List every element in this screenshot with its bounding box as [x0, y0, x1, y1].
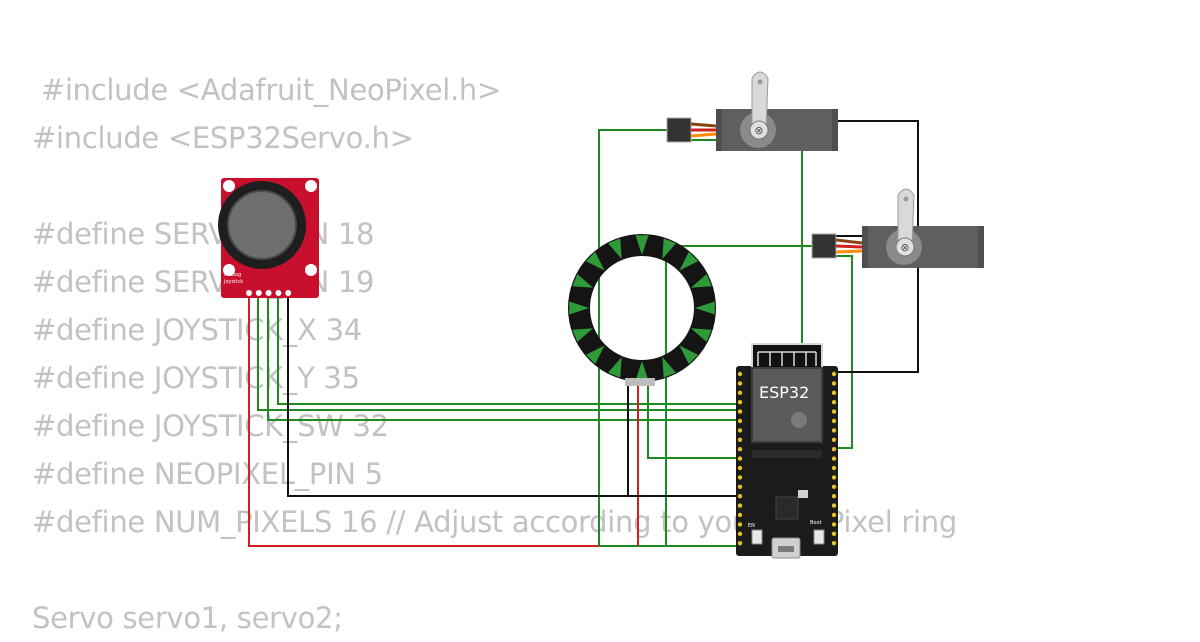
esp32-pin[interactable]: [737, 456, 743, 461]
joystick-knob[interactable]: [227, 190, 297, 260]
en-button[interactable]: [751, 529, 763, 545]
analog-joystick[interactable]: Analog Joystick: [218, 178, 319, 298]
wire-joystick-vcc[interactable]: [248, 298, 599, 547]
esp32-pin[interactable]: [737, 409, 743, 414]
esp32-pin[interactable]: [737, 447, 743, 452]
esp32-devkit[interactable]: ESP32 EN Boot: [736, 343, 838, 559]
servo-1-horn[interactable]: [751, 71, 769, 131]
esp32-pin[interactable]: [831, 541, 837, 546]
code-line: Servo servo1, servo2;: [32, 601, 343, 635]
neopixel-led: [585, 251, 605, 271]
esp32-pin[interactable]: [831, 409, 837, 414]
esp32-pin[interactable]: [737, 484, 743, 489]
esp32-pin[interactable]: [831, 437, 837, 442]
esp32-pin[interactable]: [831, 465, 837, 471]
svg-text:⊗: ⊗: [900, 241, 909, 254]
esp32-chip: [775, 496, 799, 520]
servo-2[interactable]: ⊗: [811, 188, 984, 268]
neopixel-connector: [625, 378, 655, 386]
boot-button[interactable]: [813, 529, 825, 545]
esp32-pin[interactable]: [737, 512, 743, 518]
esp32-pin[interactable]: [737, 418, 743, 424]
esp32-pin[interactable]: [831, 484, 837, 489]
esp32-pin[interactable]: [831, 447, 837, 452]
code-editor-text: #include <Adafruit_NeoPixel.h> #include <…: [32, 66, 957, 642]
esp32-pin[interactable]: [831, 475, 837, 480]
esp32-label: ESP32: [759, 383, 809, 402]
en-label: EN: [748, 523, 755, 529]
esp32-pin[interactable]: [737, 475, 743, 480]
esp32-pin[interactable]: [831, 428, 837, 433]
joystick-label-2: Joystick: [223, 279, 243, 285]
servo-1[interactable]: ⊗: [666, 71, 838, 151]
esp32-pin[interactable]: [831, 418, 837, 424]
joystick-pin[interactable]: [275, 290, 282, 296]
esp32-pin[interactable]: [831, 371, 837, 377]
neopixel-led: [585, 345, 605, 365]
esp32-pin[interactable]: [737, 390, 743, 395]
esp32-module: [751, 367, 823, 443]
joystick-label-1: Analog: [224, 272, 241, 278]
neopixel-led: [679, 345, 699, 365]
esp32-pin[interactable]: [831, 512, 837, 518]
esp32-pin[interactable]: [831, 503, 837, 508]
joystick-pin[interactable]: [285, 290, 292, 296]
esp32-pin[interactable]: [831, 381, 837, 386]
boot-label: Boot: [810, 520, 822, 526]
neopixel-ring[interactable]: [568, 234, 716, 386]
neopixel-led: [635, 235, 649, 255]
code-line: #define JOYSTICK_X 34: [32, 313, 362, 347]
neopixel-led: [569, 301, 589, 315]
wire-joystick-sel[interactable]: [277, 298, 736, 405]
joystick-pins: [246, 290, 292, 296]
esp32-pin[interactable]: [737, 522, 743, 527]
neopixel-led: [572, 328, 594, 342]
esp32-pin[interactable]: [831, 456, 837, 461]
servo-1-connector[interactable]: [666, 117, 692, 143]
joystick-pin[interactable]: [265, 290, 272, 296]
esp32-pin[interactable]: [831, 400, 837, 405]
servo-2-connector[interactable]: [811, 233, 837, 259]
neopixel-led: [679, 251, 699, 271]
wire-joystick-gnd[interactable]: [287, 298, 736, 497]
neopixel-led: [608, 356, 622, 378]
neopixel-led: [635, 361, 649, 381]
neopixel-led: [690, 274, 712, 288]
esp32-pin[interactable]: [737, 437, 743, 442]
joystick-pin[interactable]: [255, 290, 262, 296]
neopixel-pixels: [569, 235, 715, 381]
esp32-pin[interactable]: [831, 390, 837, 395]
esp32-pin[interactable]: [737, 428, 743, 433]
esp32-pin[interactable]: [737, 465, 743, 471]
servo-2-horn[interactable]: [897, 188, 915, 248]
esp32-pin[interactable]: [737, 400, 743, 405]
esp32-pin[interactable]: [737, 371, 743, 377]
esp32-pin[interactable]: [831, 531, 837, 536]
neopixel-led: [662, 356, 676, 378]
esp32-pin[interactable]: [737, 381, 743, 386]
wire-servo2-vcc[interactable]: [836, 255, 853, 449]
neopixel-led: [608, 238, 622, 260]
esp32-pin[interactable]: [737, 531, 743, 536]
neopixel-led: [572, 274, 594, 288]
wire-servo1-signal[interactable]: [598, 129, 736, 547]
esp32-pin[interactable]: [737, 503, 743, 508]
wire-joystick-vert[interactable]: [257, 298, 736, 411]
neopixel-led: [690, 328, 712, 342]
svg-text:⊗: ⊗: [754, 124, 763, 137]
neopixel-led: [695, 301, 715, 315]
esp32-pin[interactable]: [831, 494, 837, 499]
code-line: #define NEOPIXEL_PIN 5: [32, 457, 383, 491]
esp32-pin[interactable]: [737, 494, 743, 499]
code-line: #include <Adafruit_NeoPixel.h>: [32, 73, 502, 107]
wire-joystick-horz[interactable]: [267, 298, 736, 421]
code-line: #include <ESP32Servo.h>: [32, 121, 414, 155]
esp32-pin[interactable]: [737, 541, 743, 546]
neopixel-led: [662, 238, 676, 260]
joystick-pin[interactable]: [246, 290, 252, 296]
esp32-pin[interactable]: [831, 522, 837, 527]
esp32-pins: [737, 371, 837, 546]
